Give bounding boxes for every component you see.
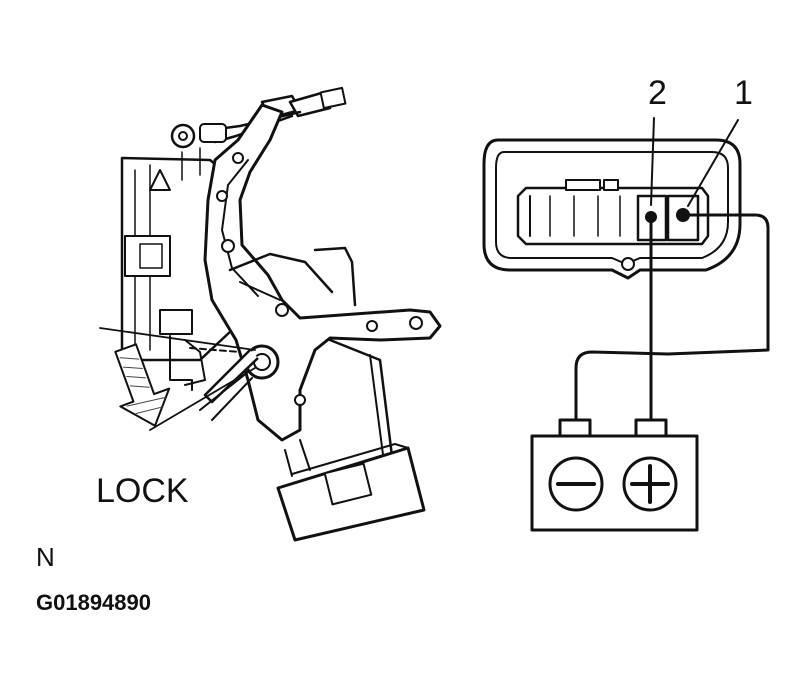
- terminal-1-pin: [676, 208, 690, 222]
- lock-mechanism: [99, 86, 442, 542]
- connector: [482, 138, 742, 280]
- lock-direction-arrow: [114, 343, 171, 427]
- note-label: N: [36, 542, 55, 572]
- battery: [530, 418, 699, 532]
- terminal-1-label: 1: [734, 74, 753, 112]
- lock-label: LOCK: [96, 472, 189, 510]
- test-leads: [574, 213, 770, 422]
- terminal-2-label: 2: [648, 74, 667, 112]
- figure-code: G01894890: [36, 590, 151, 615]
